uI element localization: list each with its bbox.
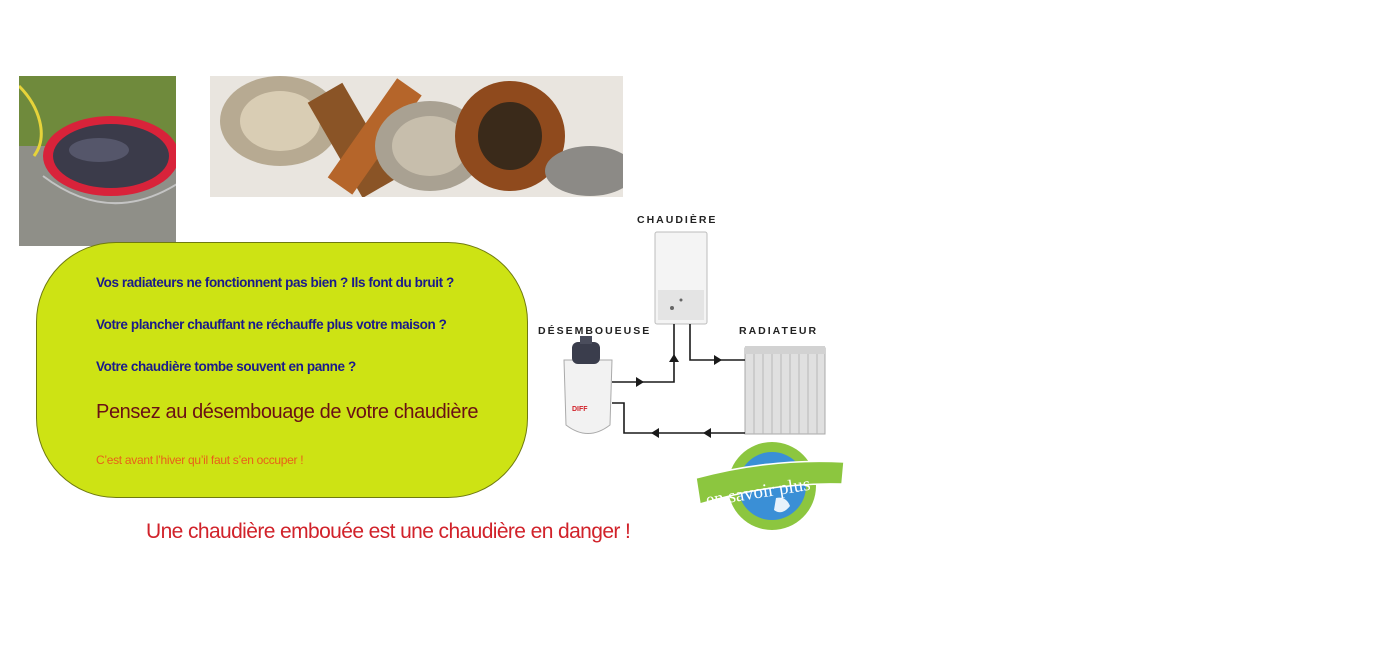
radiator-unit <box>744 346 826 435</box>
corroded-pipes-illustration <box>210 76 623 197</box>
learn-more-badge[interactable]: en savoir plus <box>690 438 850 538</box>
pipe-circuit <box>612 324 745 434</box>
desludger-machine: DIFF <box>563 336 613 434</box>
question-floor-heating: Votre plancher chauffant ne réchauffe pl… <box>96 317 447 332</box>
radiator-label: RADIATEUR <box>739 325 819 337</box>
desludging-schematic: DIFF <box>563 231 826 438</box>
flow-arrows <box>636 354 722 438</box>
before-winter-tagline: C’est avant l’hiver qu’il faut s’en occu… <box>96 453 304 467</box>
bucket-sludge-photo <box>19 76 176 246</box>
question-boiler-breakdown: Votre chaudière tombe souvent en panne ? <box>96 359 356 374</box>
bucket-sludge-illustration <box>19 76 176 246</box>
question-radiators: Vos radiateurs ne fonctionnent pas bien … <box>96 275 454 290</box>
boiler-unit <box>654 231 708 325</box>
danger-warning-text: Une chaudière embouée est une chaudière … <box>146 520 631 543</box>
diff-brand-logo: DIFF <box>572 406 588 413</box>
boiler-label: CHAUDIÈRE <box>637 214 718 226</box>
corroded-pipes-photo <box>210 76 623 197</box>
desludging-headline: Pensez au désembouage de votre chaudière <box>96 401 479 423</box>
message-panel: Vos radiateurs ne fonctionnent pas bien … <box>36 242 528 498</box>
desludger-label: DÉSEMBOUEUSE <box>538 325 652 337</box>
